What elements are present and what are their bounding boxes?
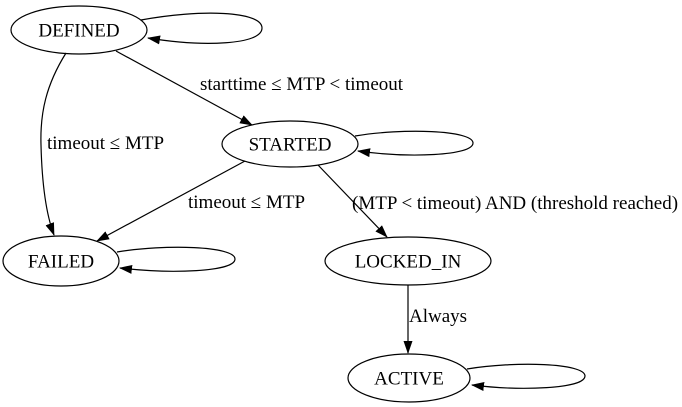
- self-loop-active: [466, 363, 586, 391]
- state-label-defined: DEFINED: [38, 21, 119, 42]
- self-loop-defined: [140, 12, 263, 45]
- state-node-defined: [10, 5, 148, 55]
- edge-label-defined-to-started: starttime ≤ MTP < timeout: [200, 74, 404, 95]
- edge-label-started-to-failed: timeout ≤ MTP: [188, 192, 305, 213]
- state-label-locked-in: LOCKED_IN: [355, 252, 462, 273]
- edge-started-to-failed: [96, 160, 246, 242]
- state-node-started: [221, 120, 359, 168]
- edge-label-started-to-locked-in: (MTP < timeout) AND (threshold reached): [352, 193, 678, 214]
- edge-defined-to-started: [115, 50, 253, 126]
- edge-label-locked-in-to-active: Always: [409, 306, 467, 327]
- state-node-locked-in: [324, 236, 492, 286]
- state-label-active: ACTIVE: [374, 369, 444, 390]
- self-loop-started: [354, 130, 474, 158]
- edge-label-defined-to-failed: timeout ≤ MTP: [47, 133, 164, 154]
- edge-started-to-locked-in: [317, 164, 388, 238]
- edge-defined-to-failed: [40, 52, 67, 236]
- state-node-failed: [2, 235, 120, 287]
- state-node-active: [347, 353, 471, 403]
- self-loop-failed: [116, 246, 236, 274]
- state-label-failed: FAILED: [28, 252, 94, 273]
- state-label-started: STARTED: [249, 135, 332, 156]
